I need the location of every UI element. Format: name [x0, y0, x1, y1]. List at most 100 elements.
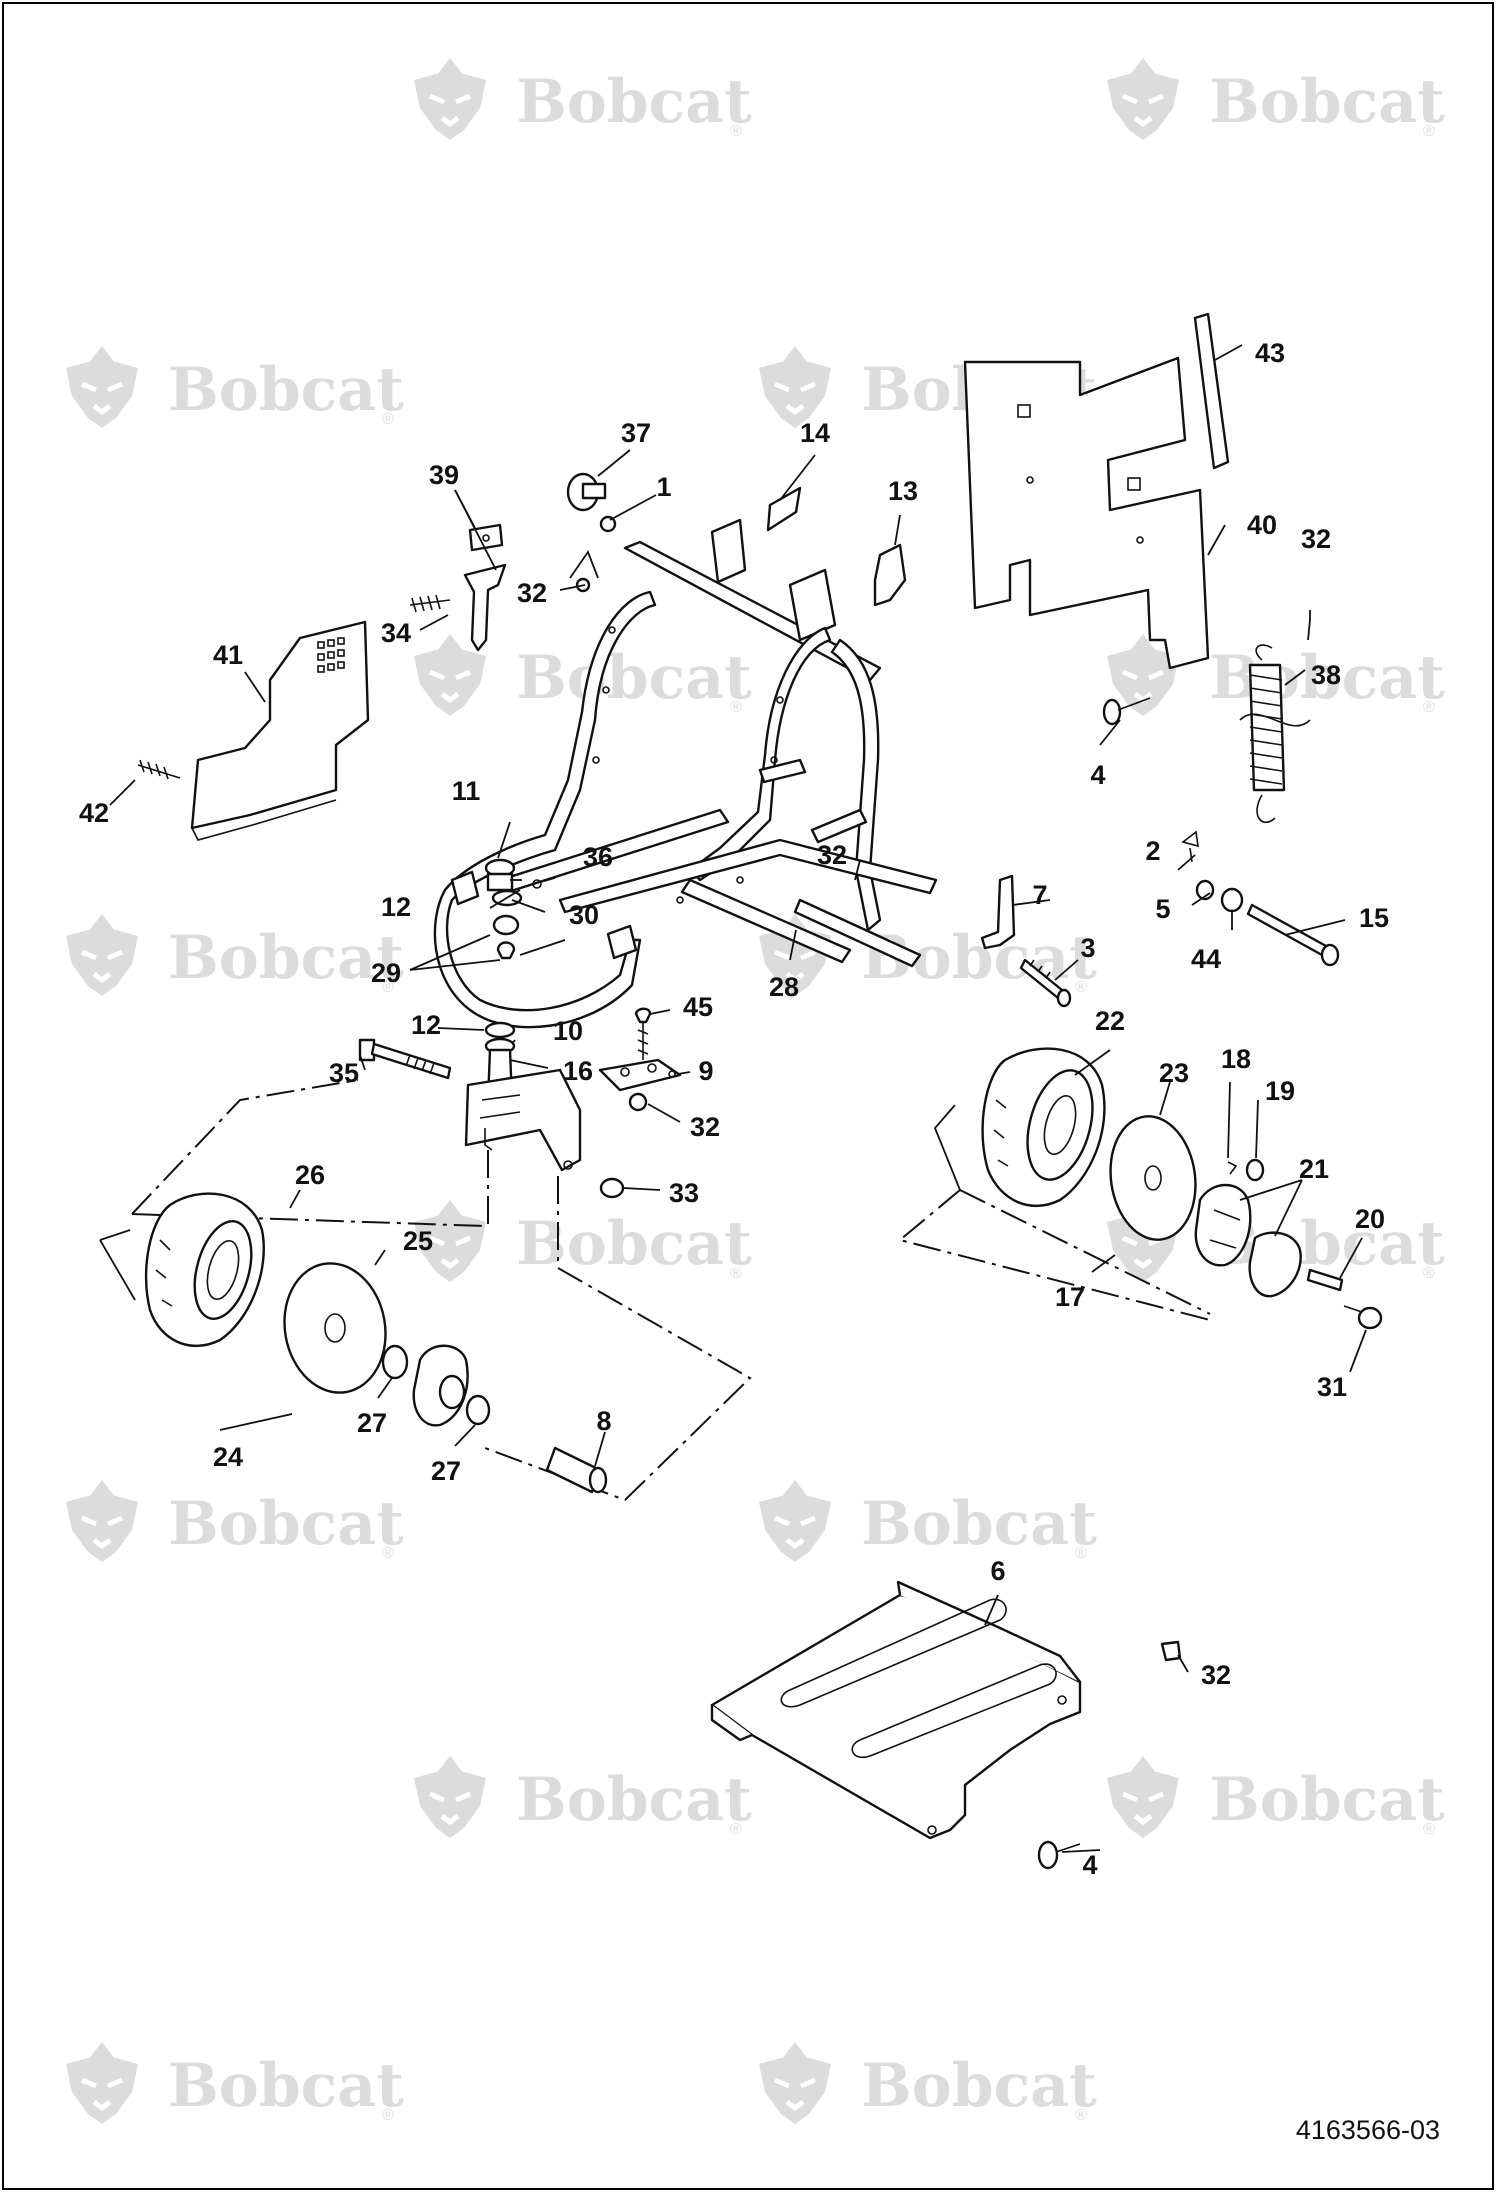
callout-label-7: 7 [1032, 880, 1047, 910]
watermark-reg: ® [1075, 979, 1087, 996]
watermark-text: Bobcat [516, 67, 752, 137]
watermark-reg: ® [1075, 1545, 1087, 1562]
watermark-text: Bobcat [168, 1489, 404, 1559]
watermark-reg: ® [1075, 2107, 1087, 2124]
callout-label-26: 26 [295, 1160, 325, 1190]
callout-labels: 1 2 3 4 4 5 6 7 8 9 10 11 12 12 13 14 15… [79, 338, 1389, 1880]
bracket-clips [766, 486, 907, 607]
callout-label-41: 41 [213, 640, 243, 670]
watermark: Bobcat ® [759, 1480, 1097, 1562]
callout-label-44: 44 [1191, 944, 1221, 974]
watermark: Bobcat ® [66, 1480, 404, 1562]
watermark: Bobcat ® [1107, 634, 1445, 716]
watermark: Bobcat ® [1107, 58, 1445, 140]
callout-label-32-panel: 32 [1301, 524, 1331, 554]
watermark: Bobcat ® [414, 1200, 752, 1282]
watermark-reg: ® [382, 979, 394, 996]
callout-label-25: 25 [403, 1226, 433, 1256]
callout-label-36: 36 [583, 842, 613, 872]
callout-label-2: 2 [1145, 836, 1160, 866]
bobcat-logo-icon [66, 1480, 138, 1562]
callout-label-21: 21 [1299, 1154, 1329, 1184]
callout-label-9: 9 [698, 1056, 713, 1086]
callout-label-24: 24 [213, 1442, 243, 1472]
callout-label-32-plate: 32 [690, 1112, 720, 1142]
callout-label-34: 34 [381, 618, 411, 648]
watermark: Bobcat ® [66, 2042, 404, 2124]
callout-label-13: 13 [888, 476, 918, 506]
watermark-text: Bobcat [1209, 643, 1445, 713]
nut [599, 1177, 625, 1199]
callout-label-15: 15 [1359, 903, 1389, 933]
watermark: Bobcat ® [1107, 1756, 1445, 1838]
callout-label-45: 45 [683, 992, 713, 1022]
callout-label-23: 23 [1159, 1058, 1189, 1088]
bobcat-logo-icon [1107, 1756, 1179, 1838]
callout-label-22: 22 [1095, 1006, 1125, 1036]
watermark-layer: Bobcat ® Bobcat ® Bobcat ® Bobcat ® Bobc… [66, 58, 1445, 2124]
callout-label-35: 35 [329, 1058, 359, 1088]
watermark-reg: ® [1423, 1821, 1435, 1838]
carriage-bolt [1102, 697, 1151, 726]
callout-label-42: 42 [79, 798, 109, 828]
caster-fork [464, 1068, 582, 1172]
watermark-reg: ® [730, 1265, 742, 1282]
watermark-reg: ® [382, 1545, 394, 1562]
callout-label-4-floor: 4 [1082, 1850, 1097, 1880]
bobcat-logo-icon [1107, 58, 1179, 140]
fork-bolt [358, 1038, 452, 1080]
watermark-reg: ® [1423, 699, 1435, 716]
callout-label-11: 11 [452, 776, 481, 806]
callout-label-29: 29 [371, 958, 401, 988]
watermark-text: Bobcat [168, 923, 404, 993]
callout-label-30: 30 [569, 900, 599, 930]
callout-label-40: 40 [1247, 510, 1277, 540]
callout-label-14: 14 [800, 418, 830, 448]
right-wheel-assembly [933, 1047, 1383, 1330]
bobcat-logo-icon [66, 346, 138, 428]
watermark-text: Bobcat [861, 1489, 1097, 1559]
callout-label-5: 5 [1155, 894, 1170, 924]
bracket-and-bolt [980, 874, 1072, 1008]
floor-plate-fasteners [1037, 1640, 1182, 1870]
callout-label-19: 19 [1265, 1076, 1295, 1106]
callout-label-16: 16 [563, 1056, 593, 1086]
extension-spring [1239, 644, 1311, 824]
watermark-reg: ® [382, 411, 394, 428]
watermark-text: Bobcat [168, 2051, 404, 2121]
callout-label-18: 18 [1221, 1044, 1251, 1074]
bobcat-logo-icon [759, 1480, 831, 1562]
callout-label-37: 37 [621, 418, 651, 448]
cart-frame [433, 518, 938, 1029]
watermark: Bobcat ® [414, 58, 752, 140]
callout-label-31: 31 [1317, 1372, 1347, 1402]
callout-label-38: 38 [1311, 660, 1341, 690]
watermark-text: Bobcat [861, 2051, 1097, 2121]
watermark-text: Bobcat [1209, 1765, 1445, 1835]
callout-label-10: 10 [553, 1016, 583, 1046]
bobcat-logo-icon [414, 58, 486, 140]
caster-stack [484, 858, 556, 1102]
watermark-text: Bobcat [168, 355, 404, 425]
callout-label-32-top: 32 [517, 578, 547, 608]
callout-label-12-lower: 12 [411, 1010, 441, 1040]
drawing-number: 4163566-03 [1295, 2115, 1440, 2145]
callout-label-27-lower: 27 [431, 1456, 461, 1486]
handle-knob-assembly [409, 472, 617, 652]
callout-label-12: 12 [381, 892, 411, 922]
callout-label-3: 3 [1080, 933, 1095, 963]
bobcat-logo-icon [759, 346, 831, 428]
callout-label-32-floor: 32 [1201, 1660, 1231, 1690]
watermark: Bobcat ® [759, 2042, 1097, 2124]
watermark-reg: ® [730, 123, 742, 140]
bobcat-logo-icon [66, 2042, 138, 2124]
bobcat-logo-icon [66, 914, 138, 996]
callout-label-27: 27 [357, 1408, 387, 1438]
top-plate [598, 1007, 682, 1112]
watermark-text: Bobcat [1209, 67, 1445, 137]
callout-label-43: 43 [1255, 338, 1285, 368]
callout-label-8: 8 [596, 1406, 611, 1436]
watermark-reg: ® [730, 699, 742, 716]
